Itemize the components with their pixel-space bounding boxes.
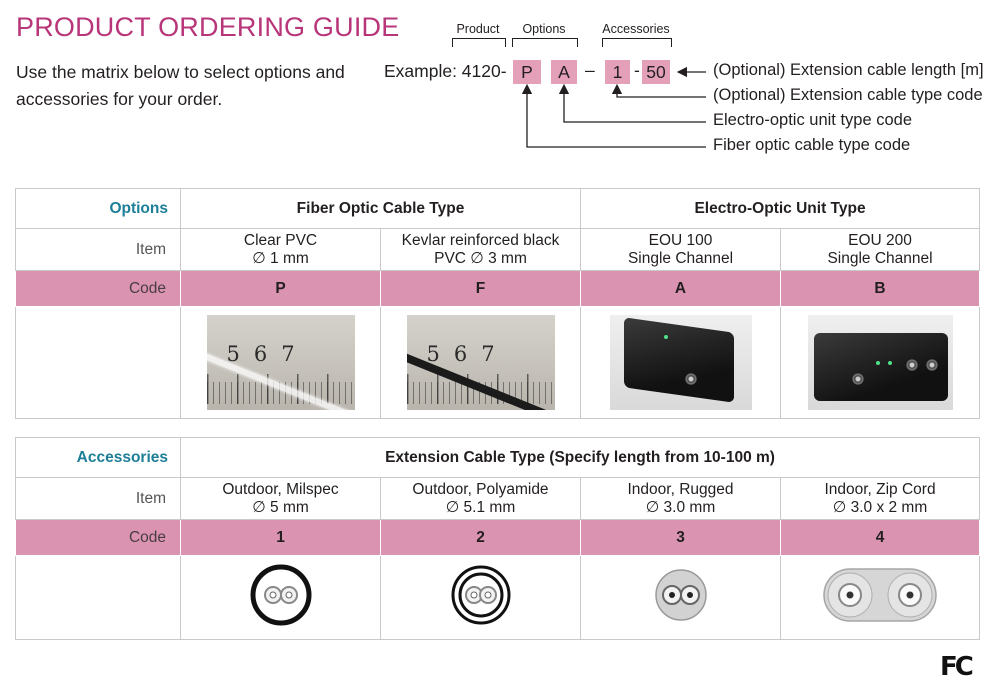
item-cell: Indoor, Rugged∅ 3.0 mm bbox=[580, 477, 781, 520]
item-spec: Single Channel bbox=[827, 249, 933, 267]
clear-pvc-fiber-photo: 567 bbox=[206, 315, 355, 410]
item-name: EOU 100 bbox=[648, 231, 713, 249]
image-cell: 567 bbox=[180, 306, 381, 419]
fiber-cable-type-heading: Fiber Optic Cable Type bbox=[179, 188, 582, 229]
item-label: Item bbox=[15, 477, 181, 520]
rugged-cable-cross-section bbox=[654, 569, 707, 621]
callout-fiber-type: Fiber optic cable type code bbox=[713, 136, 911, 154]
code-cell: 4 bbox=[779, 519, 981, 556]
example-dash: – bbox=[585, 60, 595, 80]
accessories-table: Accessories Extension Cable Type (Specif… bbox=[15, 437, 981, 640]
item-spec: PVC ∅ 3 mm bbox=[434, 249, 527, 267]
example-label: Example: 4120- bbox=[384, 61, 507, 81]
item-name: Outdoor, Milspec bbox=[222, 480, 339, 498]
item-name: Indoor, Rugged bbox=[627, 480, 734, 498]
example-code-cable-type: 1 bbox=[605, 60, 630, 84]
accessories-section-label: Accessories bbox=[15, 437, 181, 478]
item-spec: ∅ 3.0 x 2 mm bbox=[832, 498, 928, 516]
bracket-options bbox=[512, 38, 578, 47]
callout-unit-type: Electro-optic unit type code bbox=[713, 111, 913, 129]
eou-type-heading: Electro-Optic Unit Type bbox=[580, 188, 981, 229]
arrow-cable-type bbox=[611, 83, 706, 98]
item-spec: ∅ 1 mm bbox=[252, 249, 309, 267]
accessories-image-row bbox=[15, 555, 981, 640]
bracket-product bbox=[452, 38, 506, 47]
polyamide-cable-cross-section bbox=[451, 565, 510, 625]
empty-cell bbox=[15, 555, 181, 640]
options-image-row: 567 567 bbox=[15, 306, 981, 419]
example-code-unit: A bbox=[551, 60, 577, 84]
arrow-fiber-type bbox=[521, 83, 706, 148]
ruler-digits: 567 bbox=[426, 342, 509, 366]
options-code-row: Code P F A B bbox=[15, 270, 981, 307]
code-cell: P bbox=[180, 270, 381, 307]
kevlar-black-fiber-photo: 567 bbox=[406, 315, 555, 410]
page-title: PRODUCT ORDERING GUIDE bbox=[16, 12, 400, 42]
code-cell: 3 bbox=[580, 519, 781, 556]
intro-text: Use the matrix below to select options a… bbox=[16, 62, 345, 109]
code-label: Code bbox=[15, 519, 181, 556]
arrow-unit-type bbox=[558, 83, 706, 123]
options-section-label: Options bbox=[15, 188, 181, 229]
example-code-fiber: P bbox=[513, 60, 541, 84]
code-cell: F bbox=[379, 270, 582, 307]
image-cell bbox=[180, 555, 381, 640]
bracket-label-options: Options bbox=[522, 22, 566, 36]
code-cell: 2 bbox=[380, 519, 581, 556]
item-name: Outdoor, Polyamide bbox=[412, 480, 549, 498]
accessories-item-row: Item Outdoor, Milspec∅ 5 mm Outdoor, Pol… bbox=[15, 477, 981, 520]
callout-arrows bbox=[521, 66, 706, 148]
options-table: Options Fiber Optic Cable Type Electro-O… bbox=[15, 188, 981, 419]
bracket-label-product: Product bbox=[456, 22, 500, 36]
item-spec: Single Channel bbox=[627, 249, 734, 267]
item-cell: Outdoor, Polyamide∅ 5.1 mm bbox=[380, 477, 581, 520]
callout-cable-length: (Optional) Extension cable length [m] bbox=[713, 61, 984, 79]
item-cell: Clear PVC∅ 1 mm bbox=[180, 228, 381, 271]
ruler-digits: 567 bbox=[226, 342, 309, 366]
code-cell: A bbox=[580, 270, 782, 307]
item-spec: ∅ 5 mm bbox=[252, 498, 309, 516]
code-cell: B bbox=[780, 270, 981, 307]
example-code-length: 50 bbox=[642, 60, 670, 84]
eou-100-photo bbox=[609, 315, 752, 410]
item-name: Clear PVC bbox=[243, 231, 318, 249]
item-name: Kevlar reinforced black bbox=[401, 231, 560, 249]
image-cell bbox=[580, 555, 781, 640]
options-header-row: Options Fiber Optic Cable Type Electro-O… bbox=[15, 188, 981, 229]
code-cell: 1 bbox=[180, 519, 381, 556]
item-spec: ∅ 5.1 mm bbox=[445, 498, 516, 516]
accessories-code-row: Code 1 2 3 4 bbox=[15, 519, 981, 556]
item-cell: Outdoor, Milspec∅ 5 mm bbox=[180, 477, 381, 520]
callout-cable-type: (Optional) Extension cable type code bbox=[713, 86, 983, 104]
item-label: Item bbox=[15, 228, 181, 271]
fc-compliance-logo: FC bbox=[940, 652, 974, 682]
eou-200-photo bbox=[807, 315, 953, 410]
item-spec: ∅ 3.0 mm bbox=[645, 498, 716, 516]
zip-cord-cable-cross-section bbox=[823, 568, 937, 622]
accessories-header-row: Accessories Extension Cable Type (Specif… bbox=[15, 437, 981, 478]
empty-cell bbox=[15, 306, 181, 419]
image-cell bbox=[380, 555, 581, 640]
example-hyphen: - bbox=[634, 60, 640, 80]
options-item-row: Item Clear PVC∅ 1 mm Kevlar reinforced b… bbox=[15, 228, 981, 271]
item-cell: Indoor, Zip Cord∅ 3.0 x 2 mm bbox=[779, 477, 981, 520]
image-cell bbox=[780, 306, 981, 419]
extension-cable-type-heading: Extension Cable Type (Specify length fro… bbox=[179, 437, 981, 478]
item-name: EOU 200 bbox=[848, 231, 912, 249]
item-name: Indoor, Zip Cord bbox=[824, 480, 936, 498]
image-cell: 567 bbox=[379, 306, 582, 419]
code-label: Code bbox=[15, 270, 181, 307]
bracket-label-accessories: Accessories bbox=[602, 22, 670, 36]
image-cell bbox=[779, 555, 981, 640]
bracket-accessories bbox=[602, 38, 672, 47]
image-cell bbox=[580, 306, 782, 419]
milspec-cable-cross-section bbox=[250, 564, 311, 626]
